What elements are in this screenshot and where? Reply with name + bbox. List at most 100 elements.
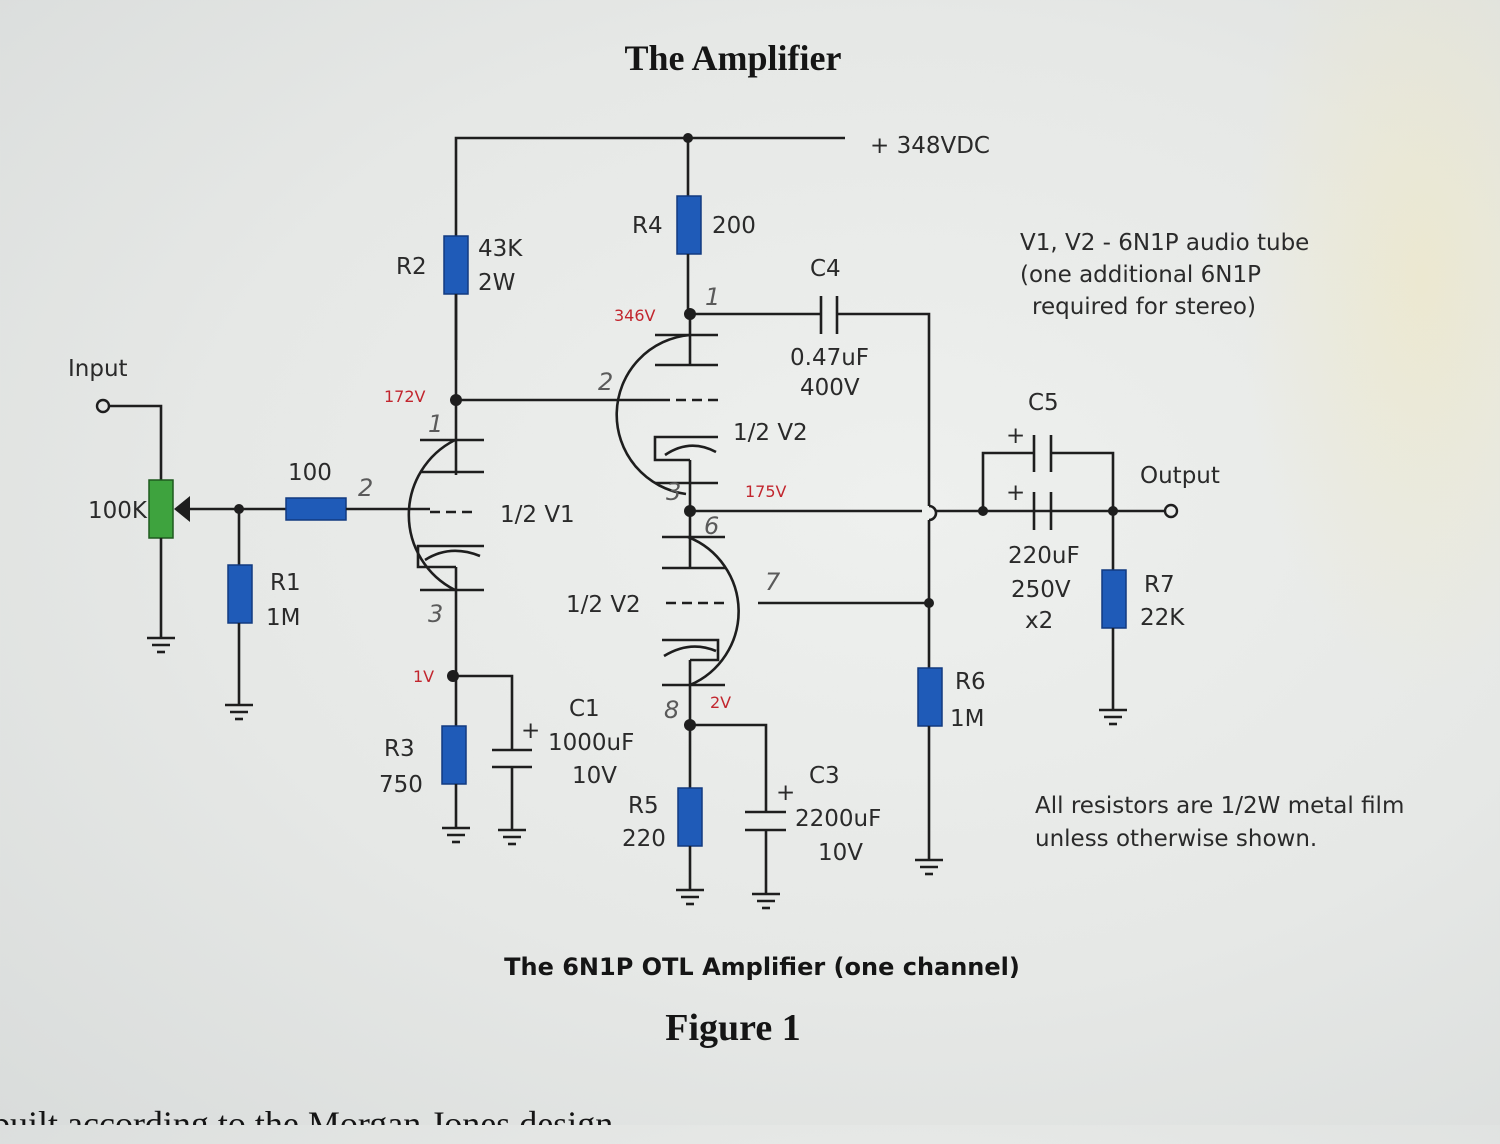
resistor-r7 xyxy=(1101,569,1127,629)
r5-ref: R5 xyxy=(628,793,659,819)
voltage-v1-plate: 172V xyxy=(384,387,426,406)
c4-value: 0.47uF xyxy=(790,345,869,371)
resistor-grid-stopper xyxy=(285,497,347,521)
resistor-note-line2: unless otherwise shown. xyxy=(1035,826,1317,852)
voltage-v2b-cathode: 2V xyxy=(710,693,731,712)
v1-plate-node: 172V xyxy=(384,294,660,475)
ground-icon xyxy=(676,888,704,906)
wiper-arrow-icon xyxy=(174,496,190,522)
r3-ref: R3 xyxy=(384,736,415,762)
page-title: The Amplifier xyxy=(625,38,842,78)
resistor-r2: R2 43K 2W xyxy=(396,235,523,296)
resistor-note: All resistors are 1/2W metal film unless… xyxy=(1035,793,1404,852)
c1-value: 1000uF xyxy=(548,730,634,756)
tube-note: V1, V2 - 6N1P audio tube (one additional… xyxy=(1020,230,1309,320)
c3-ref: C3 xyxy=(809,763,840,789)
capacitor-c5: + + C5 220uF 250V x2 xyxy=(981,390,1115,634)
tube-note-line1: V1, V2 - 6N1P audio tube xyxy=(1020,230,1309,256)
c5-polarity-bottom: + xyxy=(1006,480,1025,506)
r5-value: 220 xyxy=(622,826,666,852)
pin-v2b-grid: 7 xyxy=(765,568,781,596)
r2-value: 43K xyxy=(478,236,523,262)
tube-note-line3: required for stereo) xyxy=(1032,294,1256,320)
output-terminal[interactable] xyxy=(1163,503,1179,519)
c3-value: 2200uF xyxy=(795,806,881,832)
grid-stopper-value: 100 xyxy=(288,460,332,486)
resistor-r3 xyxy=(441,725,467,785)
r1-ref: R1 xyxy=(270,570,301,596)
ground-icon xyxy=(1099,708,1127,726)
resistor-r6-group: R6 1M xyxy=(917,667,986,860)
c5-count: x2 xyxy=(1025,608,1053,634)
c5-rating: 250V xyxy=(1011,577,1071,603)
c3-polarity: + xyxy=(776,780,795,806)
input-section: Input 100K 100 R1 1M xyxy=(68,356,430,705)
r3-value: 750 xyxy=(379,772,423,798)
capacitor-c4: 346V 1 C4 0.47uF 400V xyxy=(614,256,938,668)
r7-value: 22K xyxy=(1140,605,1185,631)
pin-v2b-cathode: 8 xyxy=(664,696,679,724)
c3-rating: 10V xyxy=(818,840,863,866)
resistor-r6 xyxy=(917,667,943,727)
body-text-line: built according to the Morgan Jones desi… xyxy=(0,1104,613,1125)
input-terminal[interactable] xyxy=(95,398,111,414)
pin-v1-plate: 1 xyxy=(428,410,443,438)
ground-icon xyxy=(915,858,943,876)
pin-v2b-plate: 6 xyxy=(704,512,719,540)
pin-v2a-cathode: 3 xyxy=(666,478,681,506)
r6-value: 1M xyxy=(950,706,984,732)
pin-v2a-plate: 1 xyxy=(705,283,720,311)
resistor-r5 xyxy=(677,787,703,847)
voltage-v2a-cathode: 175V xyxy=(745,482,787,501)
r1-value: 1M xyxy=(266,605,300,631)
supply-rail: + 348VDC xyxy=(454,133,990,360)
tube-v2b-label: 1/2 V2 xyxy=(566,592,641,618)
c4-ref: C4 xyxy=(810,256,841,282)
pin-v1-grid: 2 xyxy=(358,474,373,502)
c5-value: 220uF xyxy=(1008,543,1080,569)
v1-cathode-network: 1V R3 750 + C1 1000uF 10V xyxy=(379,667,634,830)
supply-label: + 348VDC xyxy=(870,133,990,159)
pin-v2a-grid: 2 xyxy=(598,368,613,396)
resistor-r1 xyxy=(227,564,253,624)
ground-icon xyxy=(442,826,470,844)
r6-ref: R6 xyxy=(955,669,986,695)
volume-pot[interactable] xyxy=(148,479,174,539)
pin-v1-cathode: 3 xyxy=(428,600,443,628)
ground-symbols xyxy=(147,636,1127,910)
r2-rating: 2W xyxy=(478,270,515,296)
tube-note-line2: (one additional 6N1P xyxy=(1020,262,1261,288)
voltage-v2a-plate: 346V xyxy=(614,306,656,325)
c4-rating: 400V xyxy=(800,375,860,401)
output-node xyxy=(684,505,1165,517)
c5-ref: C5 xyxy=(1028,390,1059,416)
figure-label: Figure 1 xyxy=(665,1007,800,1049)
figure-caption: The 6N1P OTL Amplifier (one channel) xyxy=(504,953,1020,981)
resistor-r4: R4 200 xyxy=(632,138,756,312)
tube-v2a: 2 3 1/2 V2 175V xyxy=(598,314,808,512)
pot-value: 100K xyxy=(88,498,148,524)
tube-v2a-label: 1/2 V2 xyxy=(733,420,808,446)
resistor-note-line1: All resistors are 1/2W metal film xyxy=(1035,793,1404,819)
tube-v1: 1 2 3 1/2 V1 xyxy=(358,410,575,676)
tube-v2b: 6 7 8 1/2 V2 2V xyxy=(566,511,934,790)
ground-icon xyxy=(752,892,780,910)
output-label: Output xyxy=(1140,463,1220,489)
r7-ref: R7 xyxy=(1144,572,1175,598)
ground-icon xyxy=(147,636,175,654)
v2b-cathode-network: R5 220 + C3 2200uF 10V xyxy=(622,719,881,894)
ground-icon xyxy=(498,828,526,846)
output-section: Output R7 22K xyxy=(1101,463,1220,710)
c5-polarity-top: + xyxy=(1006,423,1025,449)
c1-ref: C1 xyxy=(569,696,600,722)
ground-icon xyxy=(225,703,253,721)
r4-value: 200 xyxy=(712,213,756,239)
tube-v1-label: 1/2 V1 xyxy=(500,502,575,528)
c1-rating: 10V xyxy=(572,763,617,789)
voltage-v1-cathode: 1V xyxy=(413,667,434,686)
r4-ref: R4 xyxy=(632,213,663,239)
r2-ref: R2 xyxy=(396,254,427,280)
c1-polarity: + xyxy=(521,718,540,744)
input-label: Input xyxy=(68,356,128,382)
